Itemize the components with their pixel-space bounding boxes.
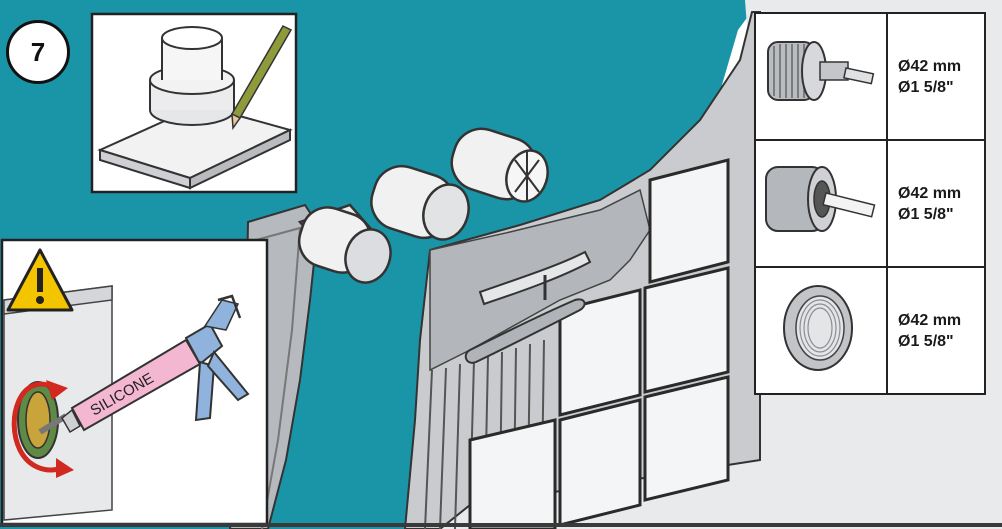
threaded-extension-icon <box>756 14 886 134</box>
threaded-ring-icon <box>756 268 886 388</box>
part-spec-table: Ø42 mm Ø1 5/8" Ø42 mm Ø1 5/8" <box>754 12 986 395</box>
spec-row: Ø42 mm Ø1 5/8" <box>755 140 985 267</box>
spec-diameter-mm: Ø42 mm <box>898 56 984 77</box>
spec-diameter-inch: Ø1 5/8" <box>898 331 984 352</box>
spec-image-cell <box>755 140 887 267</box>
spec-text-cell: Ø42 mm Ø1 5/8" <box>887 13 985 140</box>
spec-diameter-mm: Ø42 mm <box>898 183 984 204</box>
bottom-border <box>0 523 1002 527</box>
spec-image-cell <box>755 13 887 140</box>
spec-text-cell: Ø42 mm Ø1 5/8" <box>887 267 985 394</box>
spec-text-cell: Ø42 mm Ø1 5/8" <box>887 140 985 267</box>
pencil-marking-inset <box>92 14 296 192</box>
spec-image-cell <box>755 267 887 394</box>
spec-diameter-mm: Ø42 mm <box>898 310 984 331</box>
sleeve-with-pin-icon <box>756 141 886 261</box>
spec-row: Ø42 mm Ø1 5/8" <box>755 267 985 394</box>
spec-row: Ø42 mm Ø1 5/8" <box>755 13 985 140</box>
spec-diameter-inch: Ø1 5/8" <box>898 77 984 98</box>
spec-diameter-inch: Ø1 5/8" <box>898 204 984 225</box>
silicone-inset: SILICONE <box>2 240 267 524</box>
step-number-badge: 7 <box>6 20 70 84</box>
